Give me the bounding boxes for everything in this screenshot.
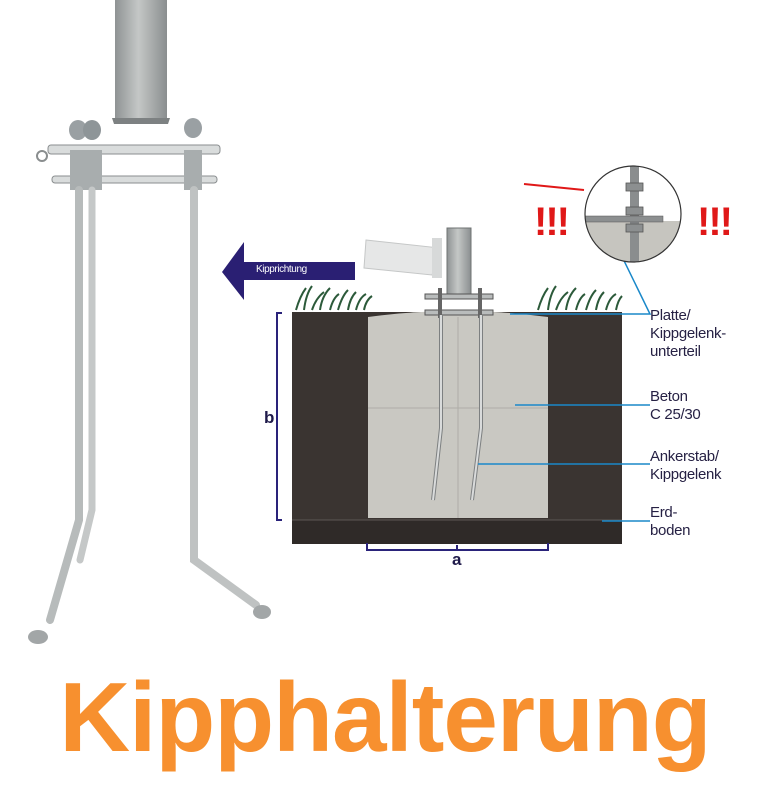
warning-left: !!! [534, 200, 570, 244]
callout-concrete: Beton C 25/30 [650, 388, 701, 423]
tilt-direction-label: Kipprichtung [256, 264, 307, 275]
detail-zoom-circle [584, 165, 682, 263]
callout-anchor-rod: Ankerstab/ Kippgelenk [650, 448, 722, 483]
warning-right: !!! [697, 200, 733, 244]
callout-soil: Erd- boden [650, 504, 691, 539]
callout-plate: Platte/ Kippgelenk- unterteil [650, 307, 726, 360]
dimension-b-label: b [264, 408, 275, 427]
foundation-diagram [222, 165, 682, 551]
dimension-a-label: a [452, 550, 462, 569]
page-title: Kipphalterung [59, 662, 711, 772]
tilt-arrow-icon [222, 242, 355, 300]
tilt-mount-photo [28, 0, 271, 644]
